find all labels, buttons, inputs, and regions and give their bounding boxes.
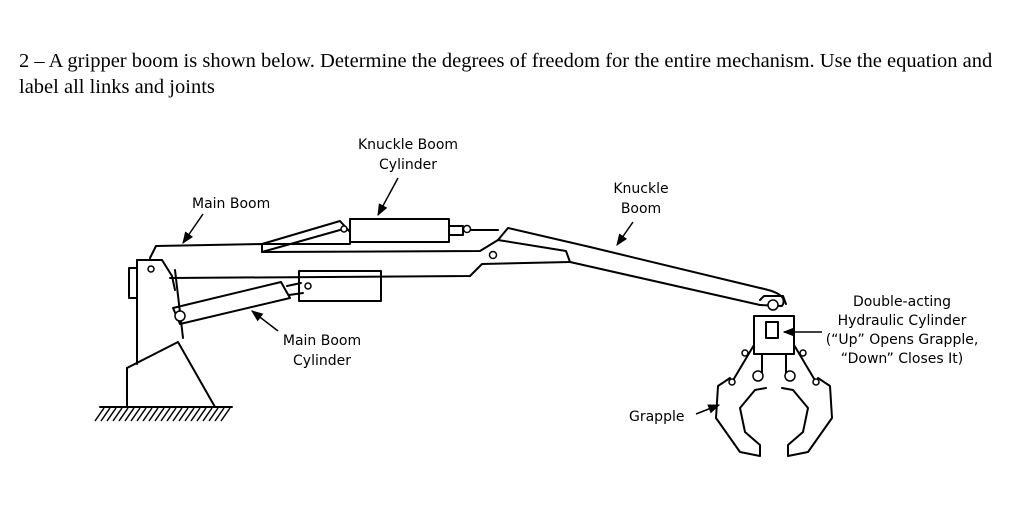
label-double-acting-line3: (“Up” Opens Grapple,	[826, 332, 979, 348]
label-main-boom: Main Boom	[192, 196, 270, 212]
hatch-line	[160, 407, 171, 422]
ground-hatching	[94, 406, 233, 422]
hatch-line	[208, 407, 219, 422]
boom-elbow-joint	[488, 250, 498, 260]
label-double-acting-line1: Double-acting	[853, 294, 951, 310]
grapple-jaws	[715, 377, 833, 457]
label-knuckle-boom-line2: Boom	[621, 201, 661, 217]
knuckle-boom-cylinder	[261, 218, 499, 245]
main-boom-cylinder	[172, 270, 382, 325]
hatch-line	[178, 407, 189, 422]
hatch-line	[100, 407, 111, 422]
label-knuckle-boom-line1: Knuckle	[613, 181, 668, 197]
question-text: 2 – A gripper boom is shown below. Deter…	[19, 50, 993, 98]
hatch-line	[118, 407, 129, 422]
hatch-line	[142, 407, 153, 422]
hatch-line	[196, 407, 207, 422]
hatch-line	[94, 407, 105, 422]
knuckle-boom	[497, 227, 785, 307]
label-main-boom-cylinder-line2: Cylinder	[293, 353, 351, 369]
hatch-line	[136, 407, 147, 422]
hydraulic-cylinder-body	[765, 321, 779, 339]
grapple-pivot-joint	[767, 299, 779, 311]
hatch-line	[214, 407, 225, 422]
knuckle-cylinder-rear-pin	[340, 225, 348, 233]
main-cylinder-rod-pin	[304, 282, 312, 290]
hatch-line	[190, 407, 201, 422]
base-column	[126, 259, 216, 408]
hatch-line	[106, 407, 117, 422]
hatch-line	[124, 407, 135, 422]
hatch-line	[112, 407, 123, 422]
label-knuckle-boom-cylinder-line2: Cylinder	[379, 157, 437, 173]
hatch-line	[172, 407, 183, 422]
hatch-line	[154, 407, 165, 422]
label-knuckle-boom-cylinder-line1: Knuckle Boom	[358, 137, 458, 153]
hatch-line	[130, 407, 141, 422]
main-cylinder-base-pin	[174, 310, 186, 322]
hatch-line	[220, 407, 231, 422]
base-pivot-joint	[147, 265, 155, 273]
grapple-head	[728, 295, 820, 386]
hatch-line	[184, 407, 195, 422]
label-double-acting-line4: “Down” Closes It)	[841, 351, 963, 367]
leader-lines	[182, 177, 822, 415]
label-double-acting-line2: Hydraulic Cylinder	[838, 313, 967, 329]
knuckle-cylinder-rod-pin	[462, 224, 472, 234]
label-main-boom-cylinder-line1: Main Boom	[283, 333, 361, 349]
hatch-line	[202, 407, 213, 422]
label-grapple: Grapple	[629, 409, 684, 425]
hatch-line	[148, 407, 159, 422]
hatch-line	[166, 407, 177, 422]
